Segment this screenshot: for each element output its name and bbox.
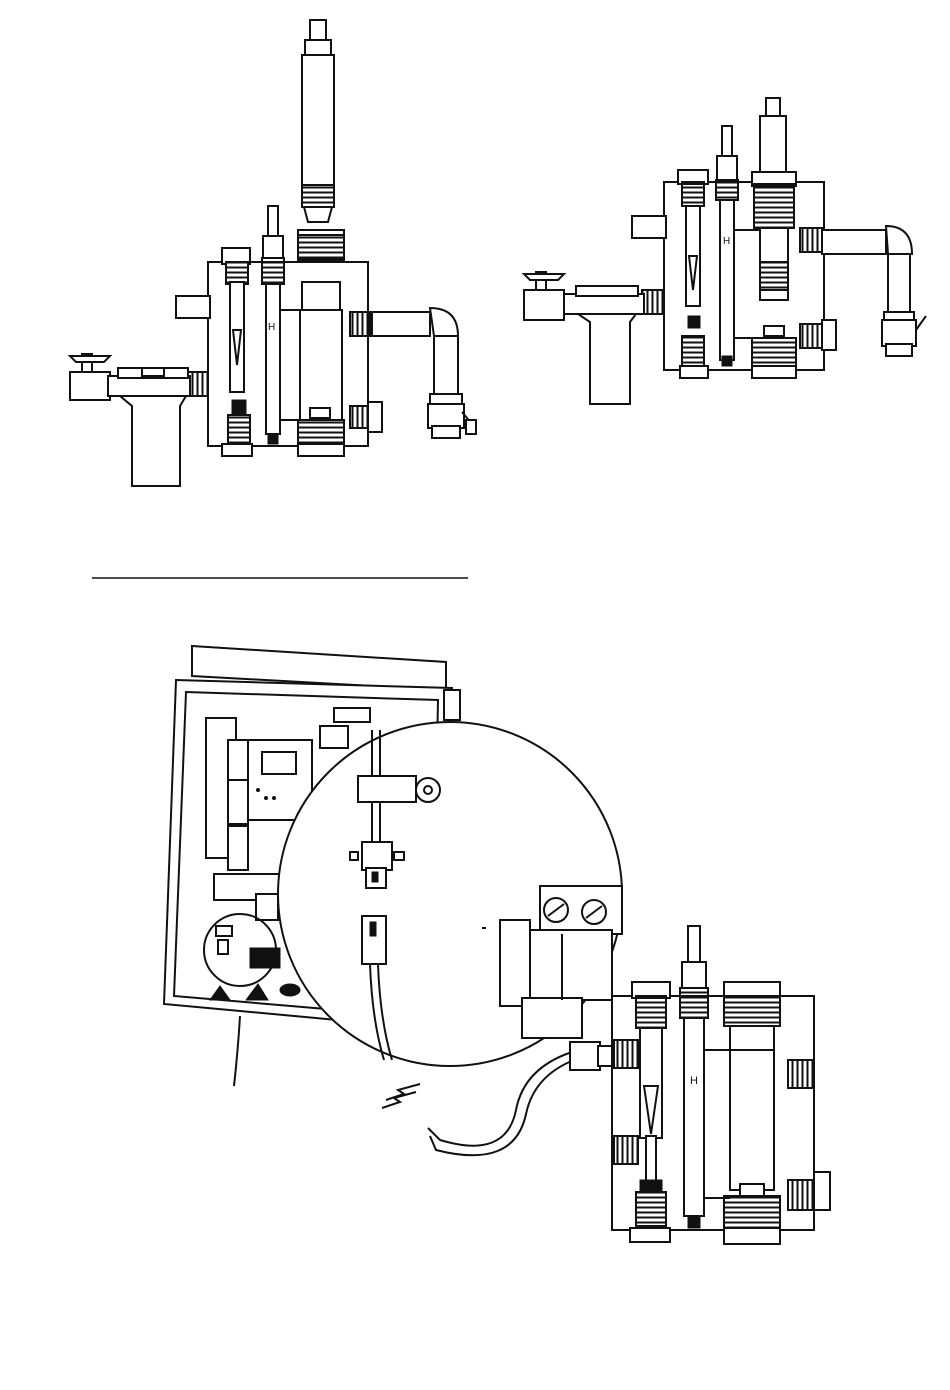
flow-cell-icon: H [612,926,830,1244]
svg-text:H: H [690,1075,698,1087]
filter-housing-icon [70,354,190,486]
flow-cell-icon: H [176,206,382,456]
svg-text:H: H [723,236,730,247]
assembly-sensor-removed: H [70,20,476,486]
flow-cell-icon: H [632,98,836,378]
sensor-probe-icon [302,20,334,222]
ball-valve-icon [822,226,926,356]
controller-cable-connection: H [164,646,830,1244]
connector-detail-magnifier [278,722,622,1066]
filter-housing-icon [524,272,644,404]
svg-text:H: H [268,322,275,333]
ball-valve-icon [372,308,476,438]
assembly-sensor-installed: H [524,98,926,404]
